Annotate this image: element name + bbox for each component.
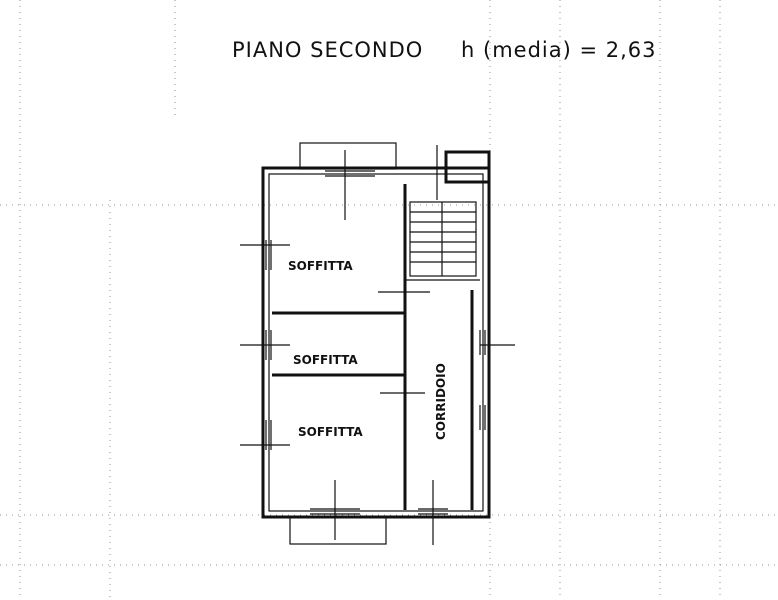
room-label-soffitta-bottom: SOFFITTA [298,425,363,439]
inner-wall-line [268,173,484,512]
balcony-bottom [289,516,387,545]
balcony-top [299,142,397,170]
average-height: h (media) = 2,63 [461,38,657,62]
axis-lines [240,145,515,545]
room-label-soffitta-middle: SOFFITTA [293,353,358,367]
stair-tower [444,150,491,184]
room-label-soffitta-top: SOFFITTA [288,259,353,273]
windows [265,170,486,515]
room-label-corridoio: CORRIDOIO [434,363,448,440]
plan-title: PIANO SECONDO h (media) = 2,63 [232,38,657,62]
floor-name: PIANO SECONDO [232,38,424,62]
outer-walls [261,166,491,519]
staircase [409,201,477,277]
